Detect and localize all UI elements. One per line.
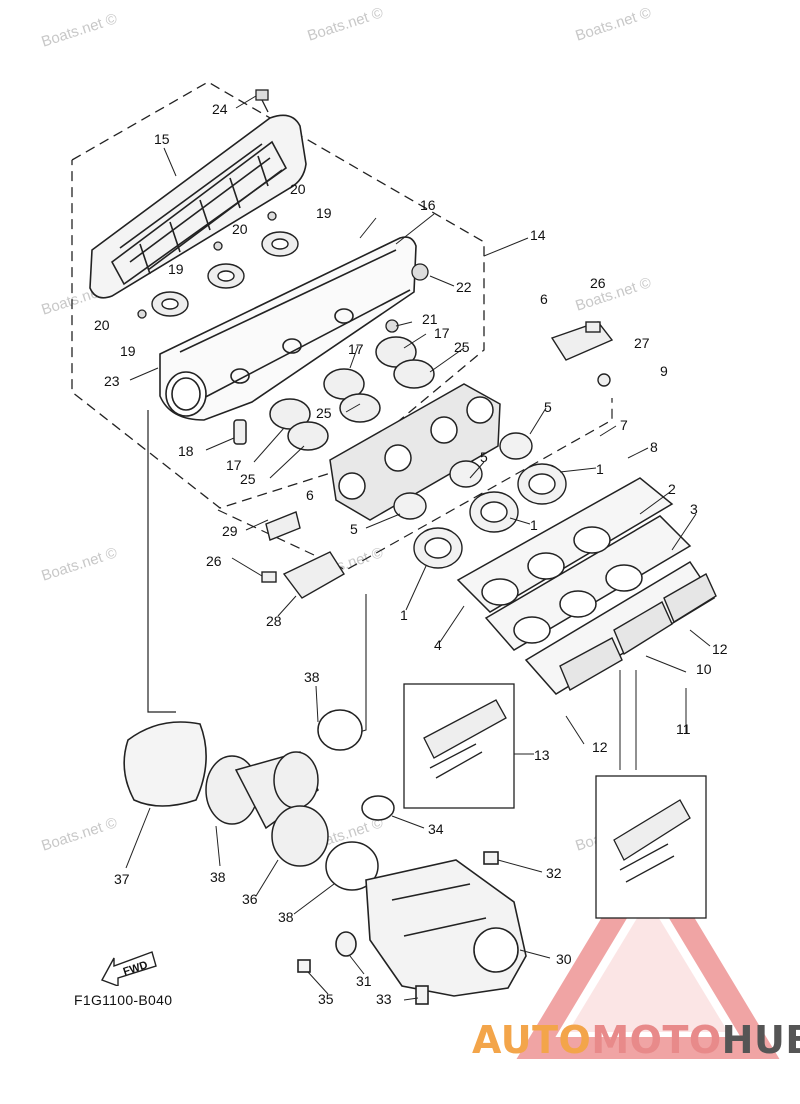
- callout: 8: [650, 439, 658, 455]
- intake-boots: [233, 336, 435, 451]
- callout: 5: [350, 521, 358, 537]
- group-boundary-lower: [147, 410, 176, 713]
- callout: 3: [690, 501, 698, 517]
- callout: 5: [544, 399, 552, 415]
- brand-part-3: HUB: [721, 1018, 800, 1062]
- brand-triangle-logo: [516, 840, 780, 1059]
- callout: 4: [434, 637, 442, 653]
- callout: 7: [620, 417, 628, 433]
- detail-box-13: [403, 683, 515, 809]
- callout: 24: [212, 101, 228, 117]
- callout: 30: [556, 951, 572, 967]
- intake-ducts: [205, 709, 395, 891]
- brand-part-2: MOTO: [591, 1018, 722, 1062]
- air-intake-housing: [297, 851, 527, 1005]
- callout: 19: [316, 205, 332, 221]
- callout: 20: [94, 317, 110, 333]
- callout: 13: [534, 747, 550, 763]
- callout: 27: [634, 335, 650, 351]
- callout: 28: [266, 613, 282, 629]
- callout: 32: [546, 865, 562, 881]
- callout: 37: [114, 871, 130, 887]
- brand-logo: AUTOMOTOHUB: [472, 1018, 800, 1062]
- callout: 5: [480, 449, 488, 465]
- callout-labels: 24 15 20 19 20 19 16 22 21 17 20 19 23 1…: [94, 101, 728, 1007]
- callout: 36: [242, 891, 258, 907]
- callout: 15: [154, 131, 170, 147]
- callout: 17: [434, 325, 450, 341]
- detail-box-11: [595, 775, 707, 919]
- diagram-code: F1G1100-B040: [74, 992, 173, 1008]
- brand-part-1: AUTO: [472, 1018, 592, 1062]
- callout: 35: [318, 991, 334, 1007]
- callout: 21: [422, 311, 438, 327]
- callout: 38: [210, 869, 226, 885]
- callout: 14: [530, 227, 546, 243]
- callout: 26: [206, 553, 222, 569]
- callout: 20: [232, 221, 248, 237]
- group-boundary-mid: [217, 398, 613, 571]
- airbox-cover: [89, 114, 307, 299]
- callout: 33: [376, 991, 392, 1007]
- callout: 23: [104, 373, 120, 389]
- callout: 6: [306, 487, 314, 503]
- callout: 1: [530, 517, 538, 533]
- bolt-set-upper: [137, 89, 429, 333]
- callout: 19: [168, 261, 184, 277]
- callout: 38: [304, 669, 320, 685]
- callout: 25: [316, 405, 332, 421]
- airbox-base: [159, 236, 417, 421]
- callout: 6: [540, 291, 548, 307]
- callout: 18: [178, 443, 194, 459]
- callout: 29: [222, 523, 238, 539]
- callout: 16: [420, 197, 436, 213]
- joint-clamps: [393, 432, 567, 569]
- leader-line-14: [483, 237, 529, 257]
- callout: 31: [356, 973, 372, 989]
- callout: 26: [590, 275, 606, 291]
- throttle-body-assembly: [329, 383, 501, 521]
- leader-lines: [125, 95, 711, 1001]
- callout: 11: [676, 721, 691, 737]
- callout: 17: [226, 457, 242, 473]
- group-boundary-upper: [71, 81, 485, 509]
- callout: 2: [668, 481, 676, 497]
- callout: 12: [712, 641, 728, 657]
- callout: 20: [290, 181, 306, 197]
- callout: 22: [456, 279, 472, 295]
- air-filter: [123, 721, 207, 807]
- callout: 19: [120, 343, 136, 359]
- callout: 9: [660, 363, 668, 379]
- callout: 17: [348, 341, 364, 357]
- reed-valves: [559, 573, 717, 692]
- callout: 10: [696, 661, 712, 677]
- callout: 25: [240, 471, 256, 487]
- bracket-upper: [550, 321, 614, 387]
- fwd-arrow-icon: FWD: [100, 944, 158, 988]
- callout: 12: [592, 739, 608, 755]
- bracket-lower: [261, 511, 345, 599]
- callout: 1: [400, 607, 408, 623]
- callout: 1: [596, 461, 604, 477]
- callout: 25: [454, 339, 470, 355]
- grommet-set: [151, 231, 299, 317]
- callout: 38: [278, 909, 294, 925]
- callout: 34: [428, 821, 444, 837]
